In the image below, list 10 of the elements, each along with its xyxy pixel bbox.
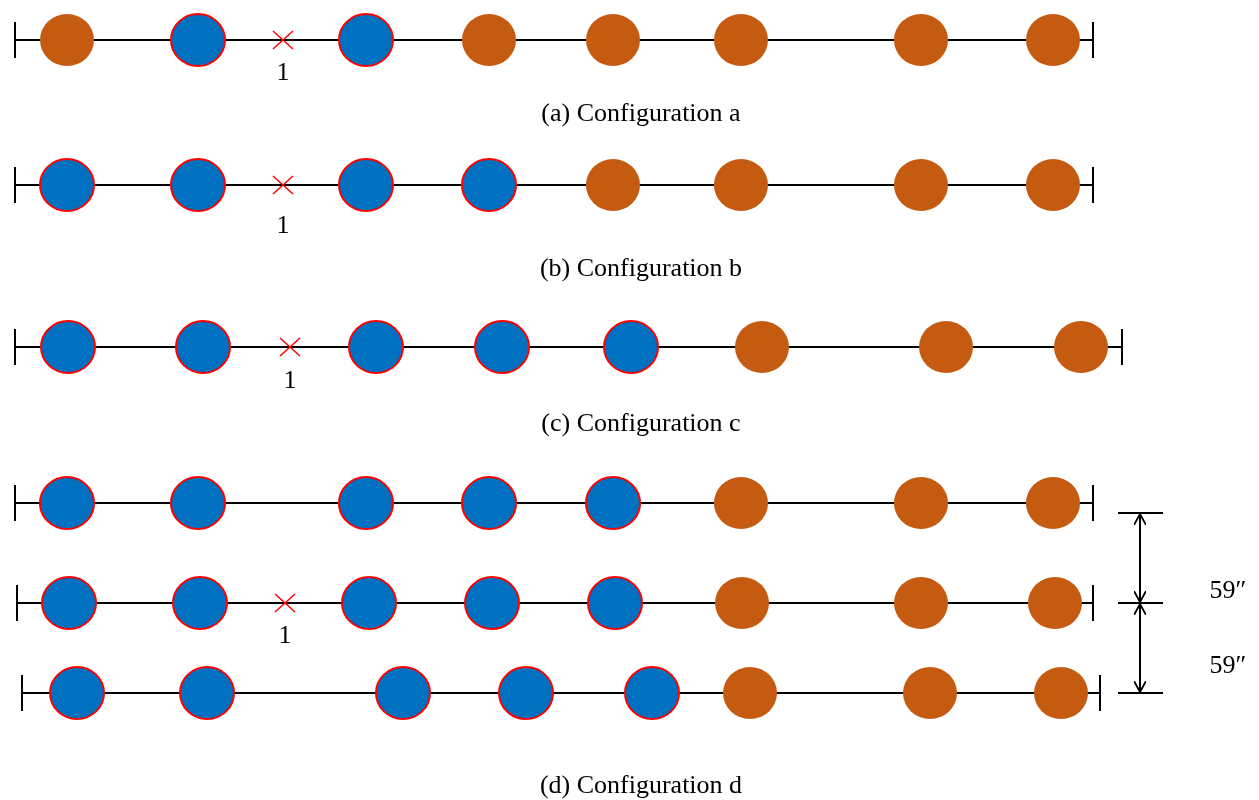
point-number: 1 [276, 59, 290, 85]
point-number: 1 [283, 367, 297, 393]
figure-caption: (b) Configuration b [539, 255, 743, 281]
point-number: 1 [278, 622, 292, 648]
point-number: 1 [276, 212, 290, 238]
figure-caption: (c) Configuration c [541, 410, 741, 436]
figure-caption: (d) Configuration d [539, 772, 743, 798]
dimension-label: 59″ [1209, 652, 1247, 678]
dimension-label: 59″ [1209, 577, 1247, 603]
figure-caption: (a) Configuration a [541, 100, 741, 126]
